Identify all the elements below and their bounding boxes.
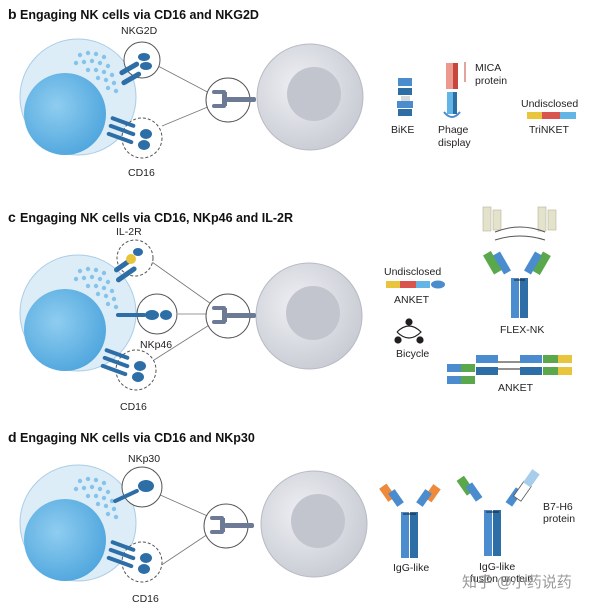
igg-like-label: IgG-like (393, 562, 429, 574)
anket-construct-label: ANKET (498, 382, 534, 394)
panel-letter: b (8, 6, 17, 22)
cd16-receptor-icon (106, 540, 152, 574)
panel-b: b Engaging NK cells via CD16 and NKG2D N… (8, 6, 578, 179)
mica-protein-label: protein (475, 75, 507, 87)
trinket-label: TriNKET (529, 124, 569, 136)
nkp30-label: NKp30 (128, 453, 160, 465)
bike-label: BiKE (391, 124, 414, 136)
panel-letter: c (8, 209, 16, 225)
engager-icon (212, 90, 256, 108)
nkp46-label: NKp46 (140, 339, 172, 351)
panel-letter: d (8, 429, 17, 445)
bike-icon (397, 78, 413, 116)
phage-label: Phage (438, 124, 469, 136)
panel-title: Engaging NK cells via CD16, NKp46 and IL… (20, 211, 293, 225)
nkg2d-label: NKG2D (121, 25, 158, 37)
panel-title: Engaging NK cells via CD16 and NKp30 (20, 431, 255, 445)
phage-display-icon (443, 62, 466, 118)
igg-like-icon (379, 483, 441, 558)
display-label: display (438, 137, 471, 149)
panel-d: d Engaging NK cells via CD16 and NKp30 N… (8, 429, 575, 605)
cd16-label: CD16 (128, 167, 155, 179)
undisclosed-label: Undisclosed (384, 266, 441, 278)
undisclosed-label: Undisclosed (521, 98, 578, 110)
b7h6-protein-label: protein (543, 513, 575, 525)
nkp30-receptor-icon (113, 480, 154, 504)
connector-lines (157, 65, 216, 127)
trinket-icon (527, 112, 576, 119)
nkg2d-receptor-icon (119, 53, 152, 86)
anket-label: ANKET (394, 294, 430, 306)
anket-construct-icon (447, 355, 572, 384)
il2r-receptor-icon (114, 248, 143, 283)
igg-fusion-label: IgG-like (479, 561, 515, 573)
engager-icon (210, 516, 254, 534)
anket-undisclosed-icon (386, 280, 445, 289)
cd16-label: CD16 (132, 593, 159, 605)
mica-label: MICA (475, 62, 501, 74)
panel-c: c Engaging NK cells via CD16, NKp46 and … (8, 206, 572, 413)
cd16-label: CD16 (120, 401, 147, 413)
watermark: 知乎 @小药说药 (462, 573, 572, 591)
flex-nk-icon (482, 206, 557, 318)
engager-icon (212, 306, 256, 324)
flex-nk-label: FLEX-NK (500, 324, 544, 336)
target-cell (256, 43, 364, 151)
fusion-protein-label: fusion protein (470, 573, 533, 585)
nkp46-receptor-icon (116, 310, 172, 320)
connector-lines (157, 493, 215, 567)
target-cell (255, 262, 363, 370)
igg-fusion-icon (456, 469, 540, 556)
bicycle-label: Bicycle (396, 348, 429, 360)
target-cell (260, 470, 368, 578)
bicycle-icon (394, 318, 424, 344)
connector-lines (151, 261, 215, 361)
cd16-receptor-icon (100, 348, 146, 382)
il2r-label: IL-2R (116, 226, 142, 238)
panel-title: Engaging NK cells via CD16 and NKG2D (20, 8, 259, 22)
cd16-receptor-icon (106, 116, 152, 150)
b7h6-label: B7-H6 (543, 501, 573, 513)
